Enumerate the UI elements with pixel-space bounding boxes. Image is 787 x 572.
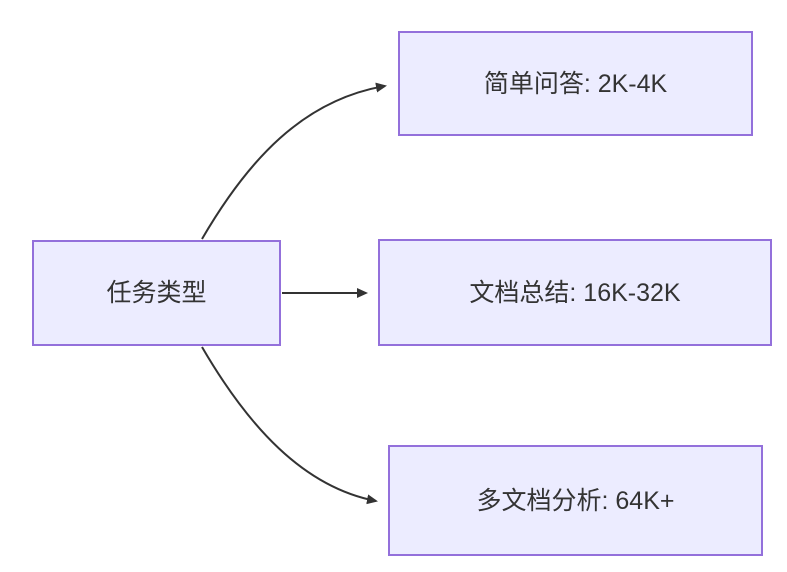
edge-root-to-simple-qa — [201, 82, 387, 240]
node-multi-doc-label: 多文档分析: 64K+ — [476, 486, 675, 515]
node-doc-summary-label: 文档总结: 16K-32K — [469, 278, 681, 307]
node-task-type-label: 任务类型 — [106, 279, 207, 307]
node-simple-qa-label: 简单问答: 2K-4K — [483, 69, 668, 98]
node-simple-qa: 简单问答: 2K-4K — [398, 31, 753, 136]
node-multi-doc: 多文档分析: 64K+ — [388, 445, 763, 556]
node-doc-summary: 文档总结: 16K-32K — [378, 239, 772, 346]
node-task-type: 任务类型 — [32, 240, 281, 346]
edge-root-to-multi-doc — [201, 346, 378, 505]
